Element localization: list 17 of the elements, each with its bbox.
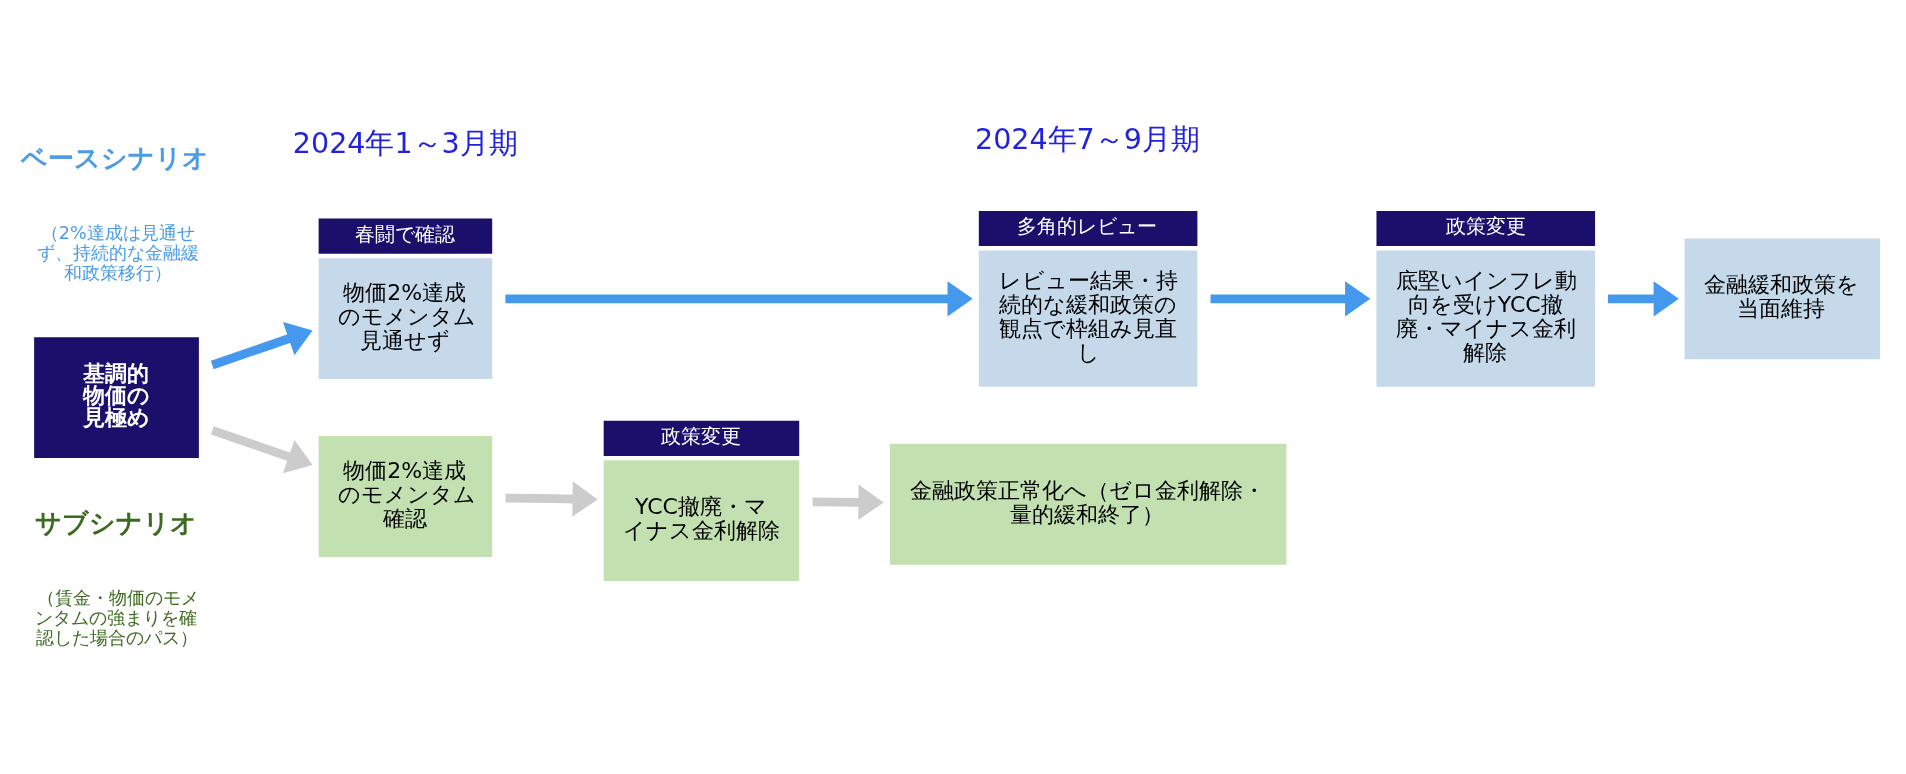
- node-box: 基調的物価の見極め: [34, 336, 199, 458]
- arrow: [1210, 280, 1371, 316]
- arrow: [505, 480, 598, 517]
- arrow: [812, 484, 884, 520]
- node-box: 金融政策正常化へ（ゼロ金利解除・量的緩和終了）: [889, 443, 1287, 565]
- label: 2024年1～3月期: [292, 125, 518, 160]
- label: （賃金・物価のモメンタムの強まりを確認した場合のパス）: [35, 587, 199, 647]
- label: ベースシナリオ: [21, 142, 210, 173]
- node-box: 金融緩和政策を当面維持: [1684, 237, 1881, 359]
- arrow: [210, 321, 313, 369]
- arrow: [1608, 280, 1679, 316]
- arrow: [505, 280, 973, 316]
- arrow: [210, 425, 313, 473]
- node-box: 物価2%達成のモメンタム確認: [318, 435, 493, 557]
- label: 2024年7～9月期: [974, 121, 1200, 156]
- label: サブシナリオ: [34, 507, 197, 538]
- label: （2%達成は見通せず、持続的な金融緩和政策移行）: [37, 222, 200, 283]
